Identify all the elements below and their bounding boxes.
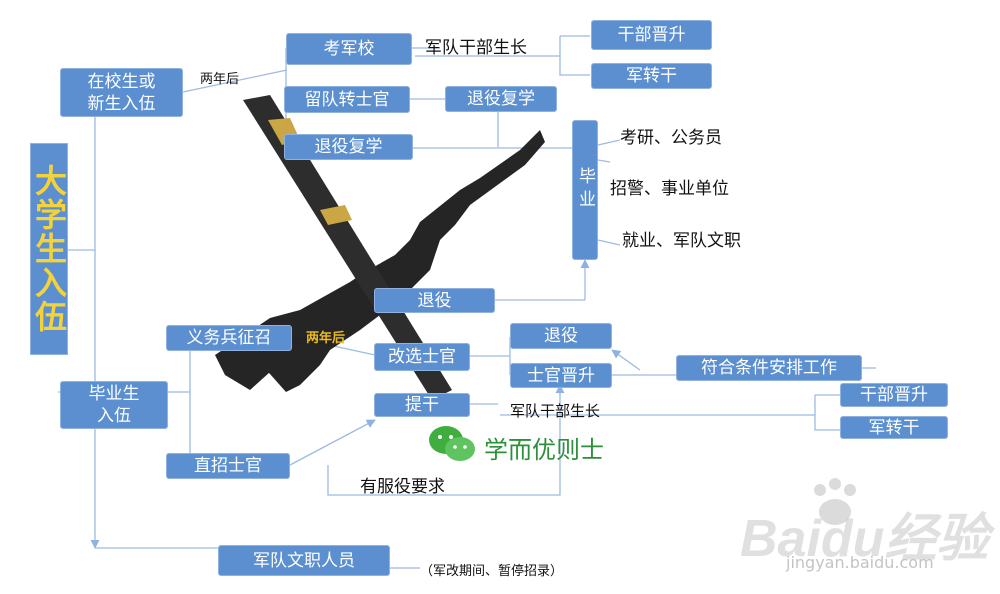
box-junduiwenzhi: 军队文职人员 (218, 545, 390, 576)
box-junzhuangan-b: 军转干 (840, 416, 948, 439)
box-ganbu-jinsheng-a: 干部晋升 (591, 20, 712, 50)
box-kaojunxiao: 考军校 (286, 33, 412, 65)
box-zaixiao: 在校生或 新生入伍 (60, 68, 183, 117)
box-tuiyi-fuxue-b: 退役复学 (284, 134, 413, 160)
rifle-pen-illustration (215, 95, 545, 400)
box-liudui: 留队转士官 (284, 86, 410, 113)
baidu-watermark-logo: Baidu经验 (740, 510, 989, 568)
wechat-icon (429, 426, 475, 461)
box-tuiyi-b: 退役 (510, 323, 612, 349)
box-biyesheng: 毕业生 入伍 (60, 381, 168, 429)
label-zhaojing: 招警、事业单位 (610, 179, 729, 199)
box-shiguan-jinsheng: 士官晋升 (510, 363, 612, 388)
box-bi-ye: 毕业 (572, 120, 598, 260)
box-fuhe-tiaojian: 符合条件安排工作 (676, 355, 862, 381)
wechat-watermark-text: 学而优则士 (484, 436, 604, 464)
box-junzhuangan-a: 军转干 (591, 63, 712, 89)
baidu-watermark-url: jingyan.baidu.com (786, 553, 934, 572)
label-jundui-ganbu-a: 军队干部生长 (425, 38, 527, 58)
box-ganbu-jinsheng-b: 干部晋升 (840, 383, 948, 407)
label-liangnianhou-a: 两年后 (200, 72, 240, 87)
box-tuiyi-a: 退役 (374, 288, 495, 313)
label-wenzhi-note: （军改期间、暂停招录） (420, 564, 564, 579)
box-zhizhao: 直招士官 (166, 453, 290, 479)
box-tuiyi-fuxue-a: 退役复学 (445, 86, 557, 112)
box-gaixuan: 改选士官 (374, 343, 470, 371)
box-yiwubing: 义务兵征召 (166, 325, 292, 351)
label-liangnianhou-b: 两年后 (306, 331, 346, 346)
label-jundui-ganbu-b: 军队干部生长 (510, 402, 601, 420)
baidu-paw-icon (814, 478, 856, 525)
main-title: 大学生入伍 (30, 143, 68, 355)
label-fuyi-yaoqiu: 有服役要求 (360, 477, 445, 497)
label-kaoyan: 考研、公务员 (620, 128, 722, 148)
box-tigan: 提干 (374, 393, 470, 417)
label-jiuye: 就业、军队文职 (622, 231, 741, 251)
